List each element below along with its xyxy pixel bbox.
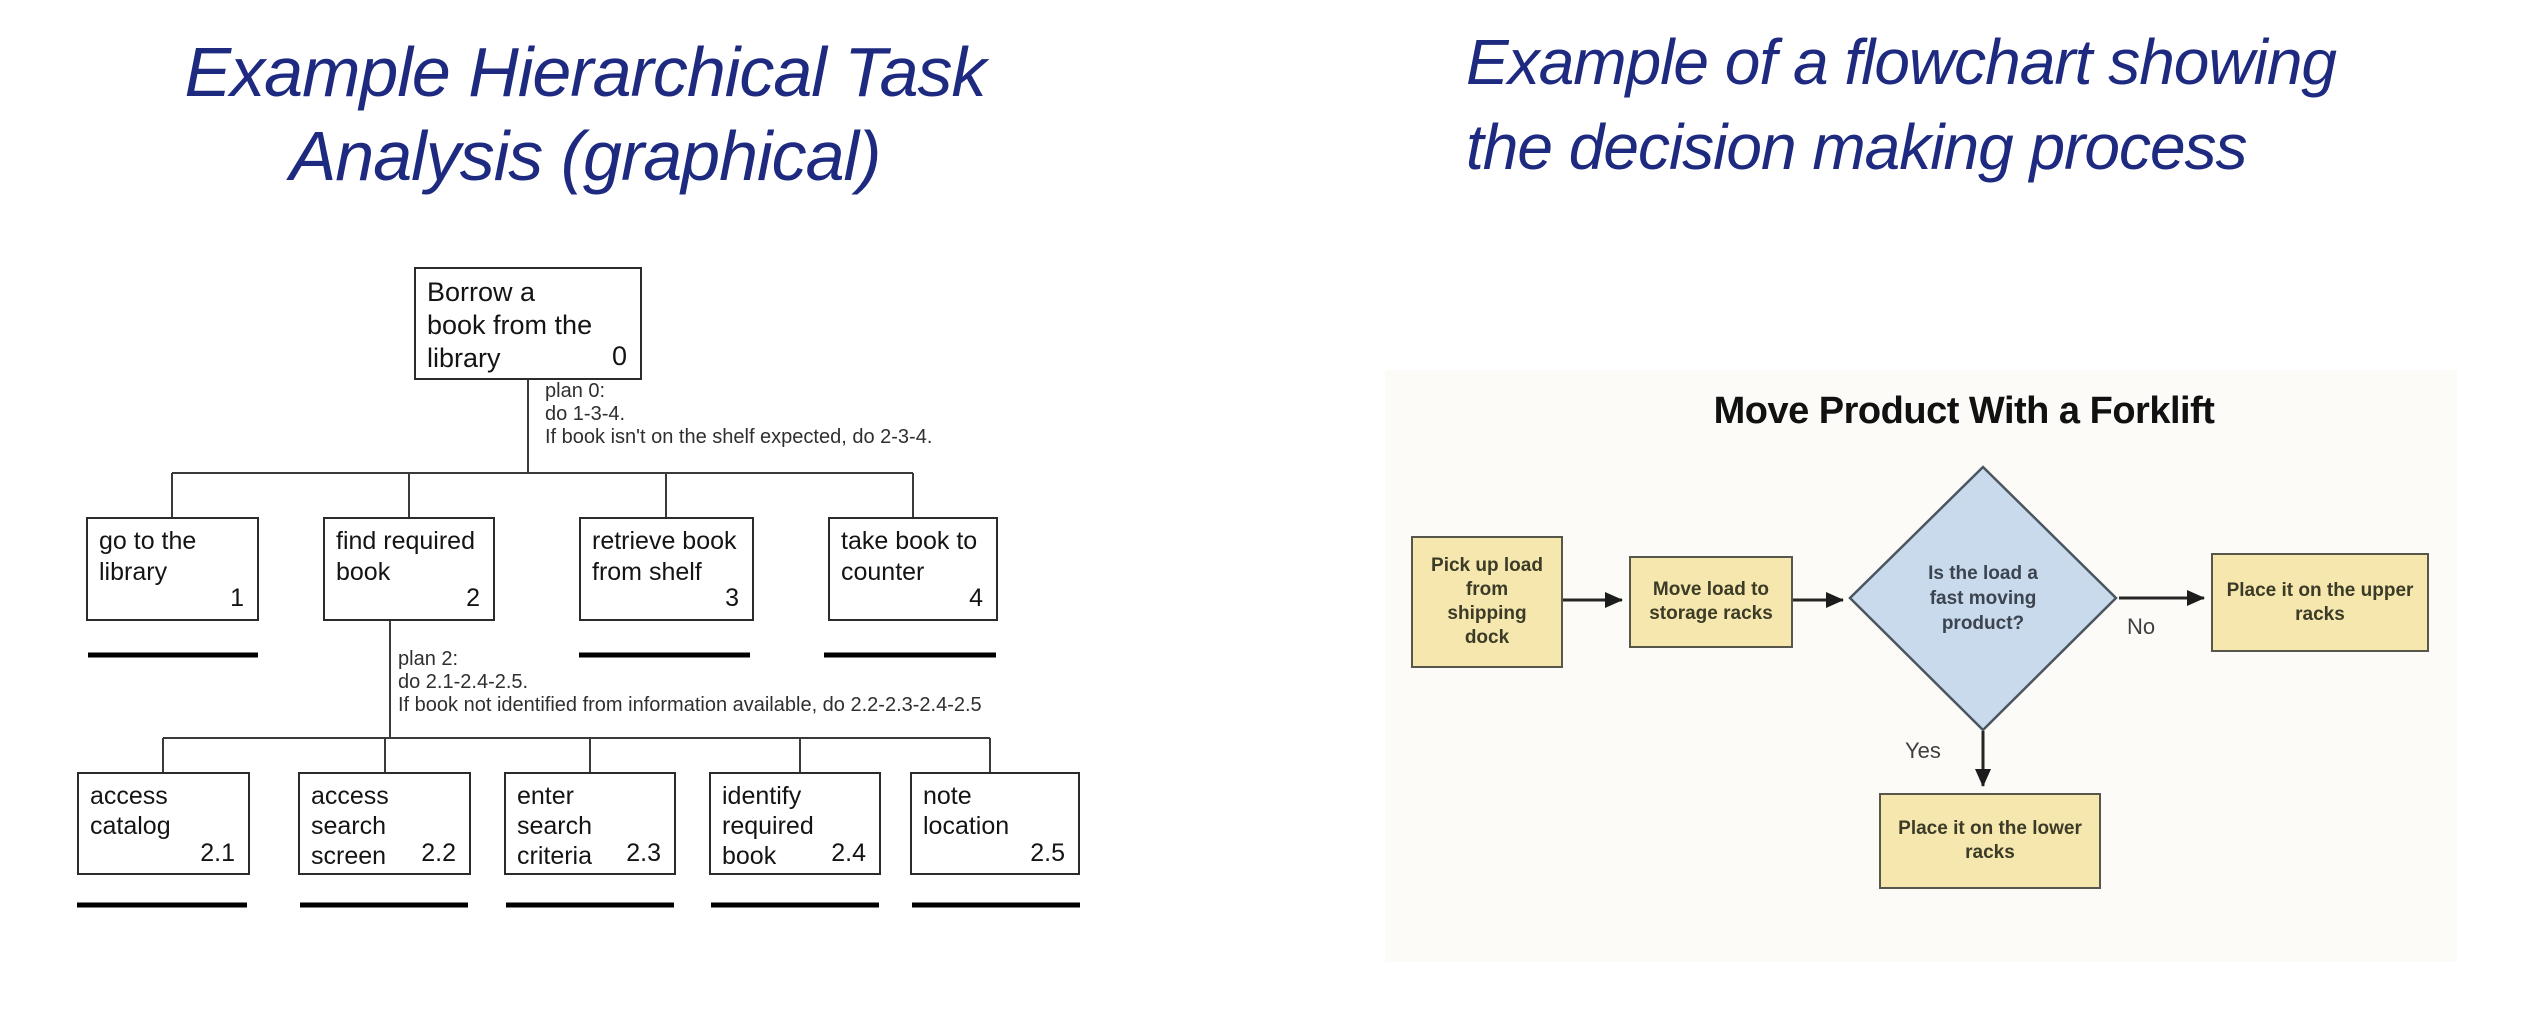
hta-task-2-2-box: access search screen 2.2 xyxy=(298,772,471,875)
hta-task-2-2-number: 2.2 xyxy=(421,839,456,867)
hta-task-2-3-label: enter search criteria xyxy=(517,782,593,870)
hta-task-2-number: 2 xyxy=(466,584,480,612)
flow-branch-yes-label: Yes xyxy=(1905,738,1941,763)
flowchart-slide-title: Example of a flowchart showing the decis… xyxy=(1466,26,2337,183)
hta-task-4-box: take book to counter 4 xyxy=(828,517,998,621)
flowchart-heading: Move Product With a Forklift xyxy=(1713,390,2215,432)
hta-tree-lines xyxy=(162,380,991,772)
flow-branch-no-label: No xyxy=(2127,614,2156,639)
hta-task-3-number: 3 xyxy=(725,584,739,612)
hta-task-2-box: find required book 2 xyxy=(323,517,495,621)
hta-task-1-label: go to the library xyxy=(99,527,197,586)
flow-decision-label: Is the load a fast moving product? xyxy=(1928,563,2038,634)
hta-task-1-box: go to the library 1 xyxy=(86,517,259,621)
hta-task-2-5-box: note location 2.5 xyxy=(910,772,1080,875)
hta-task-4-label: take book to counter xyxy=(841,527,978,586)
hta-plan2-note: plan 2: do 2.1-2.4-2.5. If book not iden… xyxy=(398,648,982,716)
hta-task-2-5-number: 2.5 xyxy=(1030,839,1065,867)
hta-task-3-label: retrieve book from shelf xyxy=(592,527,737,586)
flow-node-lower-racks: Place it on the lower racks xyxy=(1879,793,2101,889)
hta-task-2-label: find required book xyxy=(336,527,475,586)
hta-terminal-underlines xyxy=(77,652,1080,908)
hta-task-2-1-box: access catalog 2.1 xyxy=(77,772,250,875)
hta-task-2-1-number: 2.1 xyxy=(200,839,235,867)
hta-root-number: 0 xyxy=(611,341,627,371)
hta-task-3-box: retrieve book from shelf 3 xyxy=(579,517,754,621)
hta-root-label: Borrow a book from the library xyxy=(427,277,593,373)
hta-task-2-5-label: note location xyxy=(923,782,1010,840)
hta-slide-title: Example Hierarchical Task Analysis (grap… xyxy=(184,33,986,195)
hta-task-2-4-box: identify required book 2.4 xyxy=(709,772,881,875)
hta-task-1-number: 1 xyxy=(230,584,244,612)
hta-task-2-4-number: 2.4 xyxy=(831,839,866,867)
hta-root-box: Borrow a book from the library 0 xyxy=(414,267,642,380)
flow-node-move-load: Move load to storage racks xyxy=(1629,556,1793,648)
hta-task-2-1-label: access catalog xyxy=(90,782,171,840)
flow-node-upper-racks: Place it on the upper racks xyxy=(2211,553,2429,652)
flow-node-pick-up-load: Pick up load from shipping dock xyxy=(1411,536,1563,668)
hta-task-2-3-box: enter search criteria 2.3 xyxy=(504,772,676,875)
hta-plan0-note: plan 0: do 1-3-4. If book isn't on the s… xyxy=(545,380,933,448)
flow-arrows xyxy=(1560,590,2205,787)
hta-task-2-3-number: 2.3 xyxy=(626,839,661,867)
decision-diamond-shape xyxy=(1848,465,2118,732)
hta-task-2-4-label: identify required book xyxy=(722,782,814,870)
hta-task-2-2-label: access search screen xyxy=(311,782,389,870)
hta-task-4-number: 4 xyxy=(969,584,983,612)
